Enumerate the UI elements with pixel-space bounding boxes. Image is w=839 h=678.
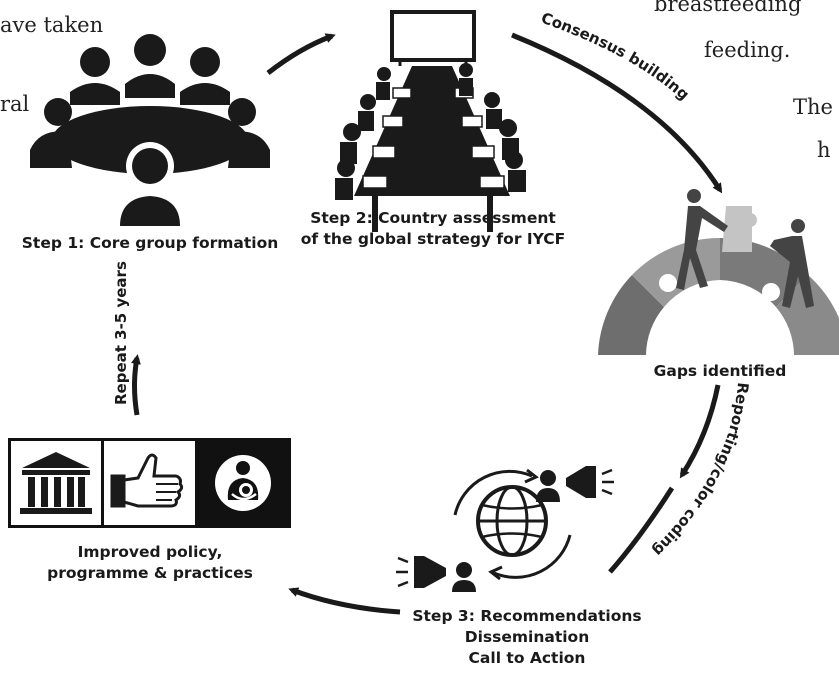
speaker-bottom-left-icon	[396, 556, 476, 592]
background-text-right-1: The	[793, 95, 833, 119]
arrow-gaps-to-step3	[679, 384, 721, 479]
background-text-top-right-1: breastfeeding	[654, 0, 802, 16]
gaps-label: Gaps identified	[630, 361, 810, 382]
background-text-top-right-2: feeding.	[704, 38, 791, 62]
improved-text-line1: Improved policy,	[77, 543, 223, 561]
step1-text: Step 1: Core group formation	[21, 234, 279, 252]
building-tile	[11, 441, 102, 525]
breastfeeding-tile	[197, 441, 288, 525]
step3-text-line1: Step 3: Recommendations	[412, 607, 642, 625]
step2-label: Step 2: Country assessment of the global…	[283, 208, 583, 250]
government-building-icon	[20, 452, 93, 514]
step3-text-line3: Call to Action	[468, 648, 586, 667]
thumb-tile	[104, 441, 195, 525]
arrow-improved-to-step1	[130, 354, 141, 416]
step2-text-line1: Step 2: Country assessment	[310, 209, 556, 227]
background-text-top-left-1: ave taken	[0, 13, 104, 37]
arrow-reporting-tail	[608, 486, 675, 574]
step3-label: Step 3: Recommendations Dissemination Ca…	[392, 606, 662, 669]
reporting-label: Reporting/color coding	[649, 382, 752, 560]
background-text-right-2: h	[817, 138, 831, 162]
repeat-label: Repeat 3-5 years	[112, 261, 130, 405]
step2-text-line2: of the global strategy for IYCF	[300, 229, 566, 248]
background-text-top-left-2: ral	[0, 92, 30, 116]
meeting-group-icon	[30, 34, 270, 228]
improvement-icons-panel	[8, 438, 291, 528]
step1-label: Step 1: Core group formation	[10, 233, 290, 254]
conference-table-icon	[335, 10, 526, 232]
step3-text-line2: Dissemination	[464, 627, 590, 646]
gaps-text: Gaps identified	[653, 362, 787, 380]
improved-label: Improved policy, programme & practices	[0, 542, 300, 584]
arrow-step3-to-improved	[288, 587, 401, 615]
thumbs-up-icon	[110, 453, 184, 508]
globe-communication-icon	[453, 468, 572, 581]
arrow-step1-to-step2	[266, 33, 336, 75]
puzzle-teamwork-icon	[598, 189, 839, 355]
speaker-top-right-icon	[536, 466, 614, 502]
breastfeeding-icon	[214, 455, 271, 511]
arrow-step2-to-gaps	[511, 32, 723, 194]
improved-text-line2: programme & practices	[47, 563, 253, 582]
